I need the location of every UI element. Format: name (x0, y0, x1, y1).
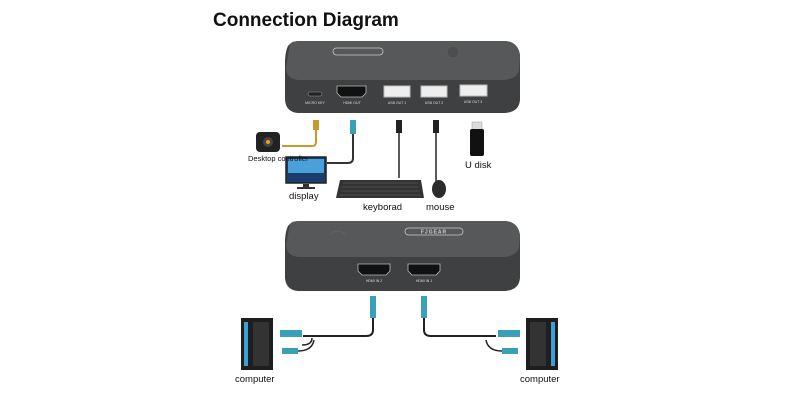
micro-key-port (307, 91, 323, 97)
top-cables (282, 120, 439, 182)
keyboard-icon (336, 180, 424, 198)
display-label: display (289, 191, 319, 202)
brand-logo (404, 227, 464, 236)
port-label: HDMI IN 2 (366, 279, 382, 283)
mouse-icon (432, 180, 446, 198)
computer-left-label: computer (235, 374, 275, 385)
display-icon (285, 156, 327, 189)
usb-out-2-port (420, 85, 448, 98)
page-title: Connection Diagram (213, 10, 399, 31)
port-label: HDMI IN 1 (416, 279, 432, 283)
mouse-label: mouse (426, 202, 455, 213)
hdmi-in-2-port (357, 263, 391, 276)
kvm-switch-bottom-device: FJGEAR HDMI IN 2 HDMI IN 1 (285, 221, 520, 291)
bottom-cables (280, 296, 520, 354)
hdmi-in-1-port (407, 263, 441, 276)
hdmi-out-port (336, 85, 367, 98)
usb-out-1-port (383, 85, 411, 98)
computer-right-icon (526, 318, 558, 370)
u-disk-icon (470, 121, 484, 156)
port-label: HDMI OUT (343, 101, 361, 105)
desktop-controller-label: Desktop controller (248, 154, 309, 163)
desktop-controller-icon (256, 132, 280, 152)
computer-right-label: computer (520, 374, 560, 385)
u-disk-label: U disk (465, 160, 492, 171)
port-label: USB OUT 3 (464, 100, 482, 104)
port-label: MICRO KEY (305, 101, 325, 105)
switch-button (446, 45, 460, 59)
port-label: USB OUT 1 (388, 101, 406, 105)
usb-out-3-port (459, 84, 488, 97)
brand-logo-text: FJGEAR (421, 230, 447, 236)
computer-left-icon (241, 318, 273, 370)
port-label: USB OUT 2 (425, 101, 443, 105)
keyboard-label: keyborad (363, 202, 403, 213)
kvm-switch-top-device: MICRO KEY HDMI OUT USB OUT 1 USB OUT 2 U… (285, 41, 520, 113)
brand-logo (332, 47, 384, 56)
switch-button (329, 230, 347, 236)
